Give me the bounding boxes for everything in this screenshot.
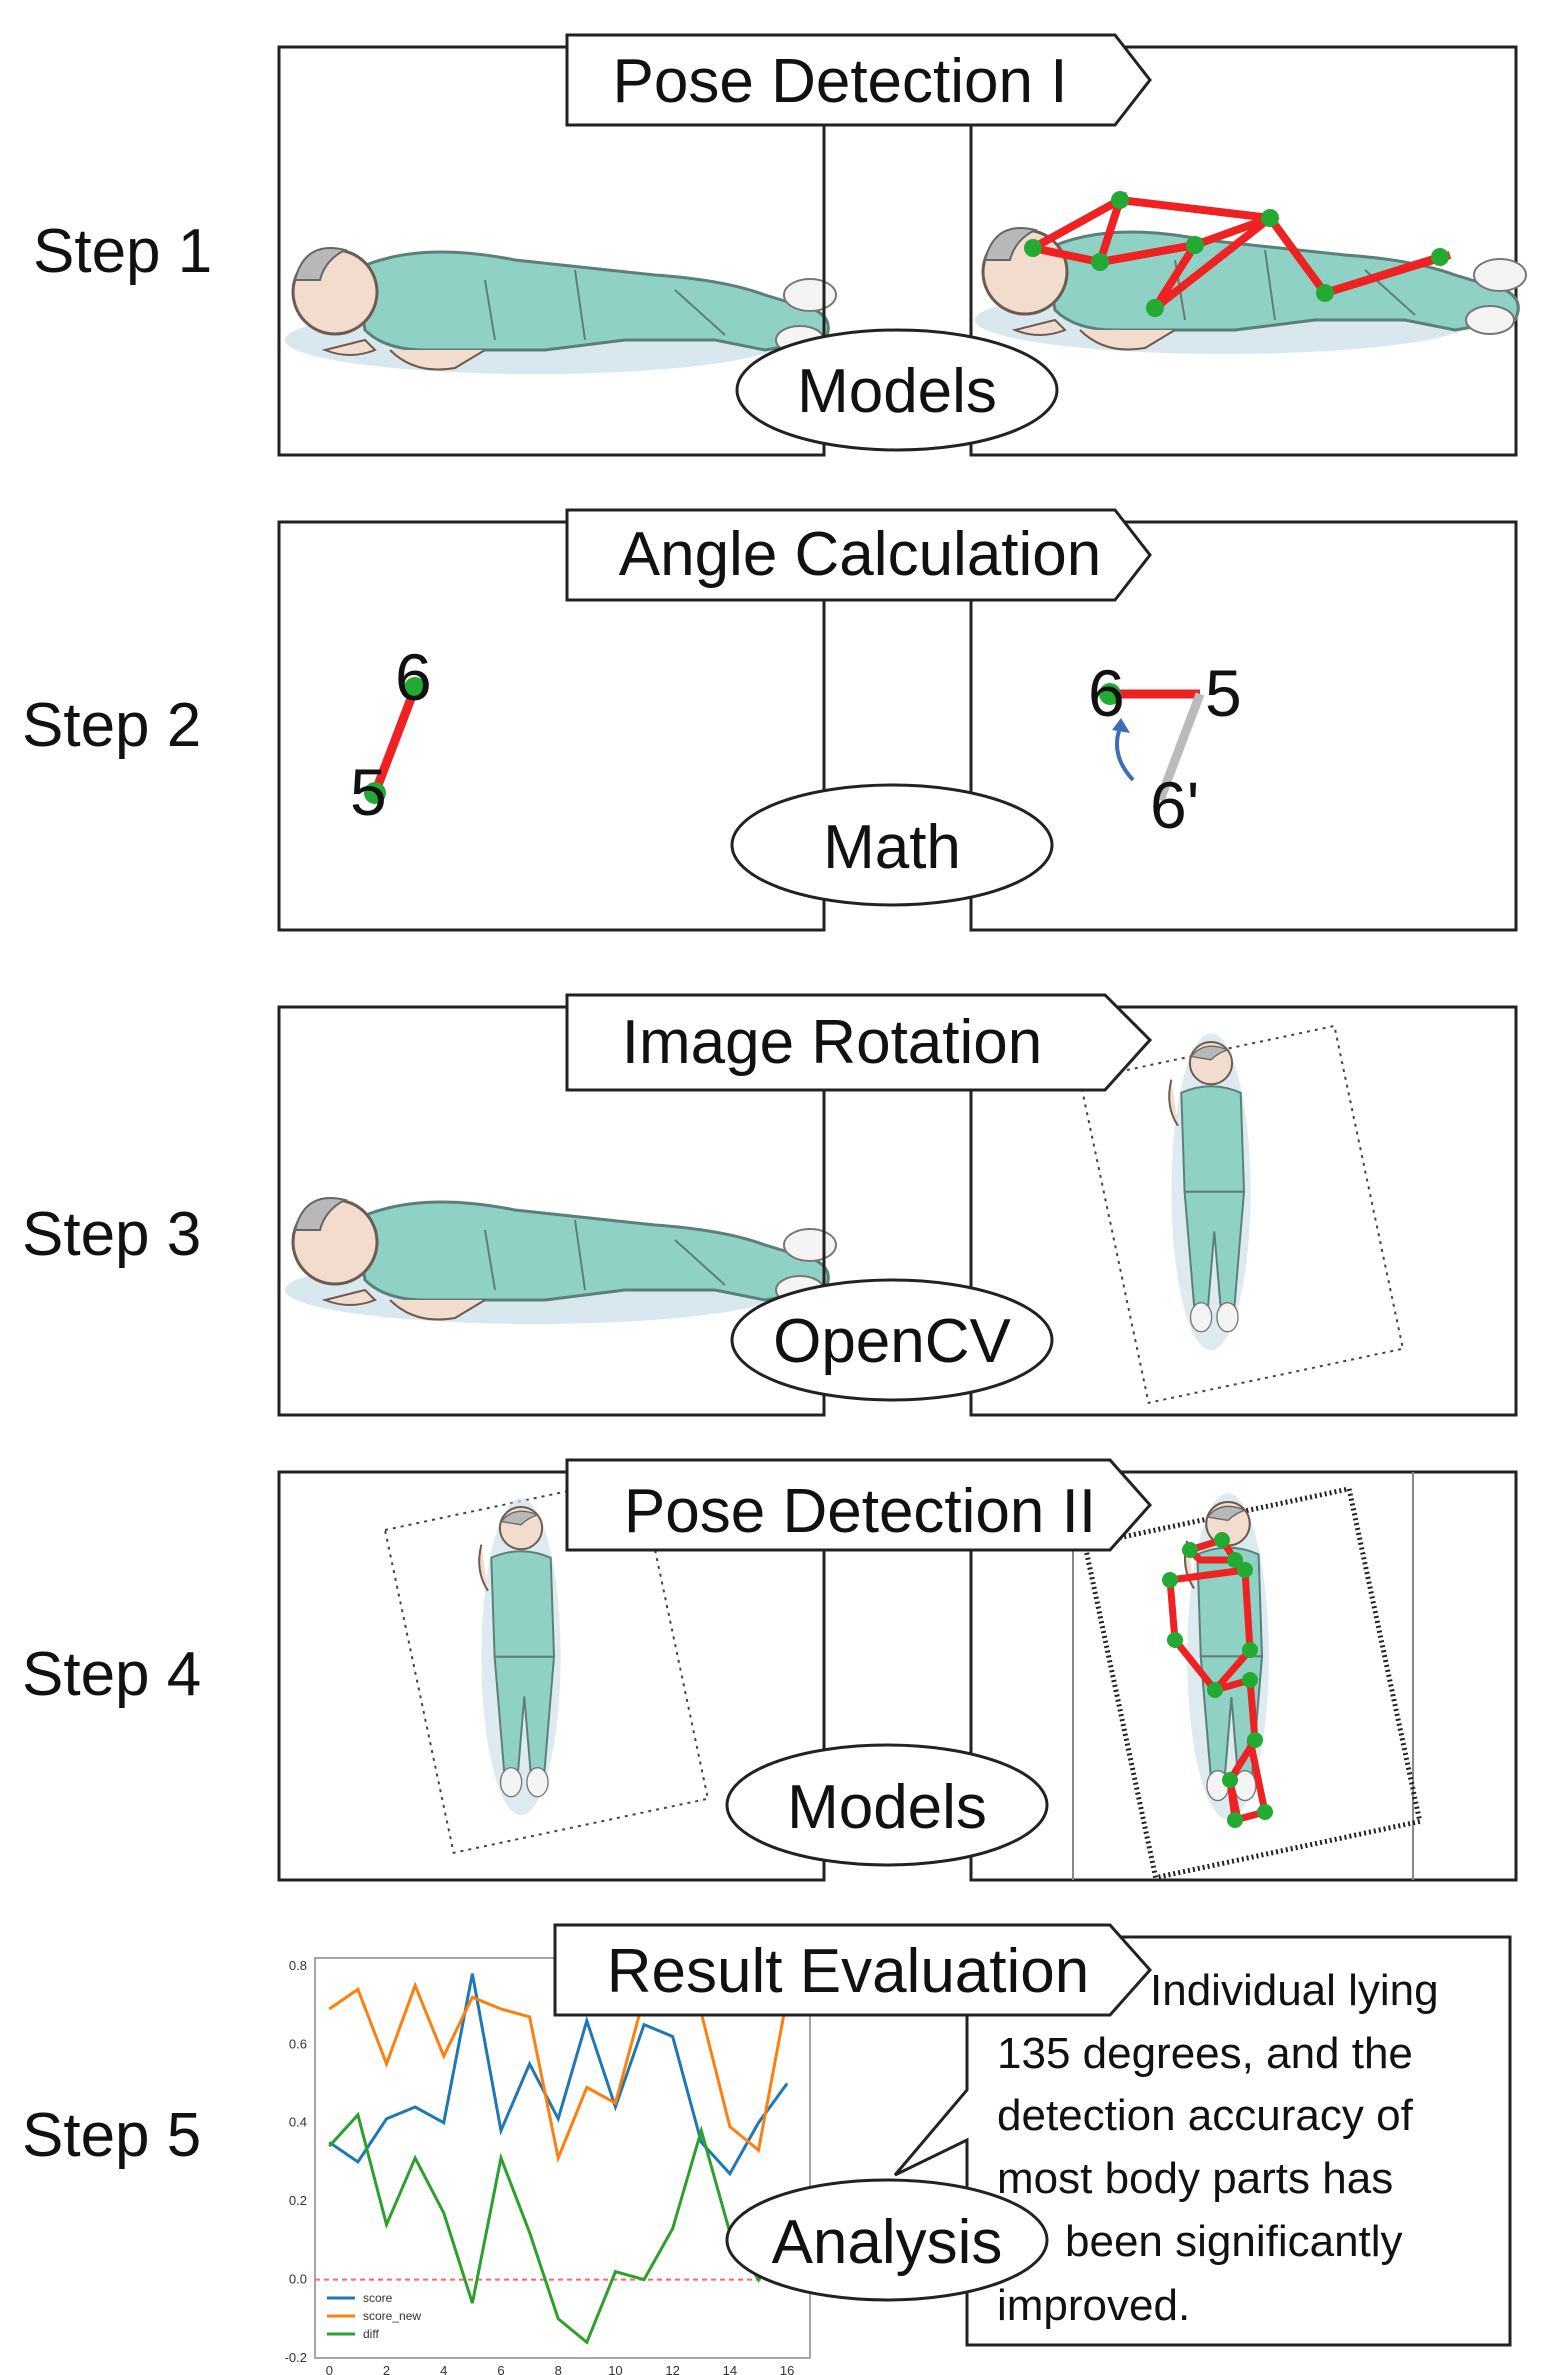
callout-line-2: 135 degrees, and the — [997, 2029, 1413, 2078]
oval-step-3: OpenCV — [730, 1278, 1054, 1402]
x-tick-label: 12 — [665, 2363, 679, 2375]
step-label-1: Step 1 — [33, 217, 212, 286]
x-tick-label: 8 — [555, 2363, 562, 2375]
result-callout: Individual lying 135 degrees, and the de… — [893, 1935, 1512, 2347]
oval-step-4: Models — [725, 1743, 1049, 1867]
callout-line-5: been significantly — [1065, 2217, 1403, 2266]
oval-step-1: Models — [735, 328, 1059, 452]
oval-label-4: Models — [787, 1773, 987, 1842]
y-tick-label: 0.8 — [289, 1958, 307, 1973]
banner-title-1: Pose Detection I — [613, 47, 1068, 116]
callout-line-6: improved. — [997, 2281, 1190, 2330]
y-tick-label: -0.2 — [285, 2350, 307, 2365]
x-tick-label: 10 — [608, 2363, 622, 2375]
callout-line-1: Individual lying — [1150, 1966, 1439, 2015]
x-tick-label: 0 — [326, 2363, 333, 2375]
point-label-6-right: 6 — [1088, 656, 1125, 730]
callout-line-4: most body parts has — [997, 2154, 1393, 2203]
step-label-2: Step 2 — [22, 691, 201, 760]
banner-title-3: Image Rotation — [622, 1008, 1042, 1077]
keypoint-5 — [364, 782, 386, 804]
banner-step-3: Image Rotation — [565, 993, 1153, 1092]
banner-step-5: Result Evaluation — [553, 1923, 1153, 2017]
rotation-arrow-icon — [1115, 727, 1135, 782]
x-tick-label: 4 — [440, 2363, 447, 2375]
legend-label: score_new — [363, 2309, 421, 2323]
oval-label-5: Analysis — [772, 2208, 1003, 2277]
point-label-5-right: 5 — [1205, 656, 1242, 730]
legend-label: diff — [363, 2327, 379, 2341]
x-tick-label: 14 — [723, 2363, 737, 2375]
oval-label-1: Models — [797, 357, 997, 426]
banner-title-2: Angle Calculation — [619, 520, 1102, 589]
series-line-diff — [328, 2111, 789, 2345]
oval-label-3: OpenCV — [773, 1307, 1011, 1376]
step-label-4: Step 4 — [22, 1640, 201, 1709]
oval-step-2: Math — [730, 783, 1054, 907]
keypoint-6 — [404, 677, 426, 699]
x-tick-label: 6 — [497, 2363, 504, 2375]
keypoint-6-rotated — [1099, 683, 1121, 705]
skeleton-keypoints — [1024, 191, 1449, 317]
y-tick-label: 0.2 — [289, 2193, 307, 2208]
y-tick-label: 0.4 — [289, 2115, 307, 2130]
y-tick-label: 0.0 — [289, 2272, 307, 2287]
step-label-5: Step 5 — [22, 2101, 201, 2170]
shoulder-segment — [370, 686, 420, 795]
oval-label-2: Math — [823, 813, 961, 882]
banner-step-1: Pose Detection I — [565, 33, 1152, 127]
chart-frame — [314, 1957, 811, 2359]
original-segment — [1155, 692, 1205, 802]
banner-title-4: Pose Detection II — [624, 1477, 1096, 1546]
y-tick-label: 0.6 — [289, 2036, 307, 2051]
x-tick-label: 16 — [780, 2363, 794, 2375]
point-label-5: 5 — [350, 755, 387, 829]
step-label-3: Step 3 — [22, 1200, 201, 1269]
legend-label: score — [363, 2291, 393, 2305]
callout-line-3: detection accuracy of — [997, 2091, 1414, 2140]
banner-step-4: Pose Detection II — [565, 1458, 1153, 1552]
oval-step-5: Analysis — [725, 2178, 1049, 2302]
x-tick-label: 2 — [383, 2363, 390, 2375]
series-line-score — [328, 1973, 789, 2177]
point-label-6-prime: 6' — [1150, 768, 1199, 842]
banner-step-2: Angle Calculation — [565, 508, 1152, 602]
point-label-6: 6 — [395, 640, 432, 714]
skeleton-keypoints-step4 — [1162, 1532, 1273, 1828]
series-line-score_new — [328, 1981, 789, 2164]
banner-title-5: Result Evaluation — [607, 1937, 1090, 2006]
